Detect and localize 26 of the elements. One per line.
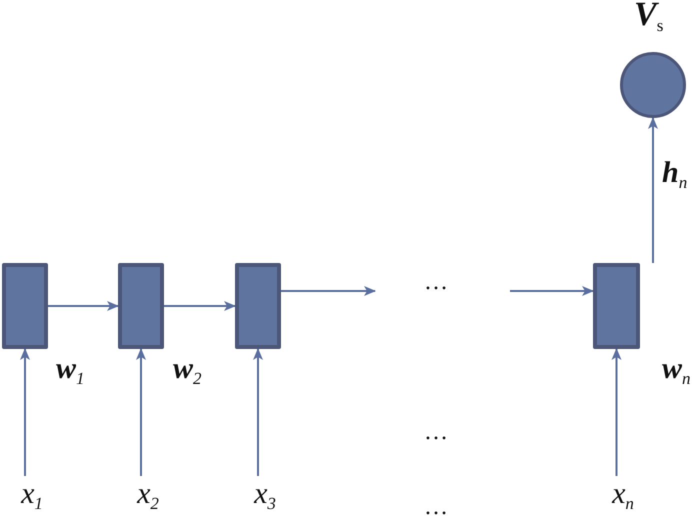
- output-node: [620, 52, 686, 118]
- arrow: [281, 286, 376, 296]
- rnn-cell: [593, 263, 640, 349]
- input-variable: x$_{3}$: [245, 476, 285, 514]
- arrow: [164, 301, 236, 311]
- edge-label: w$_{1}$: [56, 352, 85, 389]
- ellipsis: …: [424, 270, 448, 294]
- edge-label: w$_{n}$: [662, 352, 691, 389]
- input-variable: x$_{2}$: [128, 476, 168, 514]
- edge-label: h$_{n}$: [662, 156, 688, 193]
- arrow: [48, 301, 119, 311]
- input-variable: x$_{n}$: [603, 476, 643, 514]
- arrow: [510, 286, 594, 296]
- output-label: V$_{s}$: [634, 0, 664, 36]
- input-variable: x$_{1}$: [12, 476, 52, 514]
- edge-label: w$_{2}$: [173, 352, 202, 389]
- rnn-cell: [235, 263, 281, 349]
- arrow: [20, 348, 30, 476]
- rnn-cell: [118, 263, 164, 349]
- rnn-cell: [2, 263, 48, 349]
- ellipsis: …: [424, 495, 448, 519]
- arrow: [253, 348, 263, 476]
- arrow: [136, 348, 146, 476]
- arrow: [612, 348, 622, 476]
- ellipsis: …: [424, 420, 448, 444]
- arrow: [648, 117, 658, 263]
